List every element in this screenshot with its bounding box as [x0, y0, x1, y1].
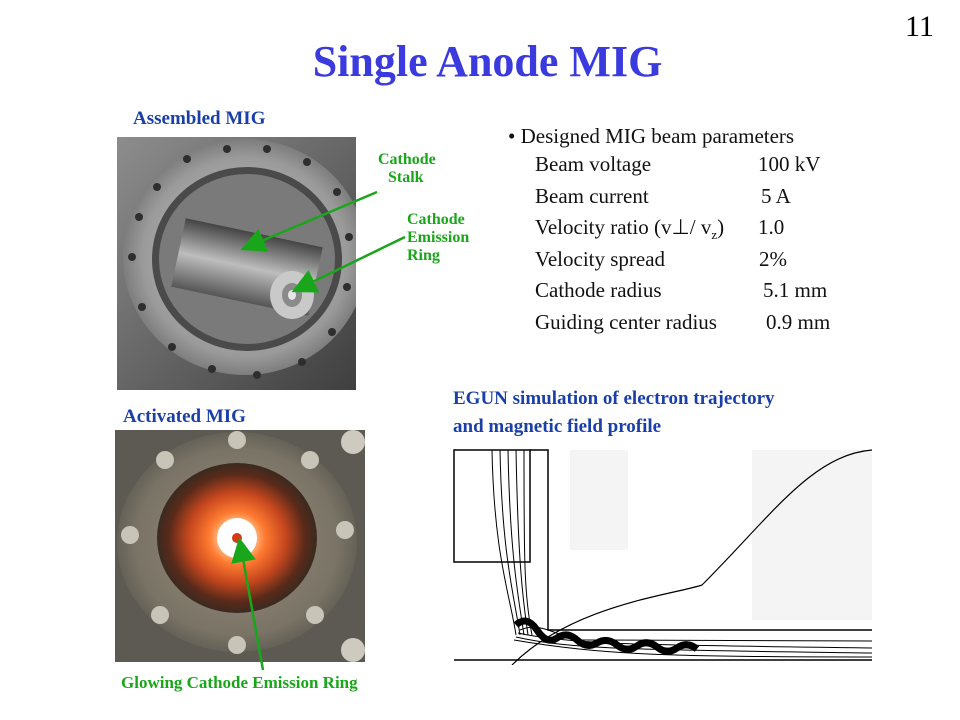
assembled-mig-label: Assembled MIG	[133, 108, 266, 129]
param-row: Beam voltage 100 kV	[535, 152, 821, 176]
param-row: Guiding center radius 0.9 mm	[535, 309, 831, 334]
egun-simulation-plot	[452, 445, 877, 665]
stalk-arrow	[240, 190, 378, 252]
cathode-stalk-label: Cathode Stalk	[378, 151, 436, 186]
ring-arrow	[291, 235, 406, 293]
page-title: Single Anode MIG	[312, 37, 663, 86]
activated-mig-label: Activated MIG	[123, 406, 246, 427]
slide-number: 11	[905, 10, 934, 43]
param-row: Beam current 5 A	[535, 183, 791, 208]
beam-parameters: • Designed MIG beam parameters Beam volt…	[508, 123, 831, 338]
param-row: Velocity ratio (v⊥/ vz) 1.0	[535, 215, 785, 243]
glowing-ring-caption: Glowing Cathode Emission Ring	[121, 673, 358, 692]
glow-arrow	[231, 537, 265, 671]
param-row: Cathode radius 5.1 mm	[535, 278, 828, 302]
param-row: Velocity spread 2%	[535, 246, 787, 271]
simulation-title: EGUN simulation of electron trajectory a…	[453, 388, 775, 437]
parameters-heading: • Designed MIG beam parameters	[508, 124, 795, 148]
cathode-emission-ring-label: Cathode Emission Ring	[407, 211, 470, 264]
